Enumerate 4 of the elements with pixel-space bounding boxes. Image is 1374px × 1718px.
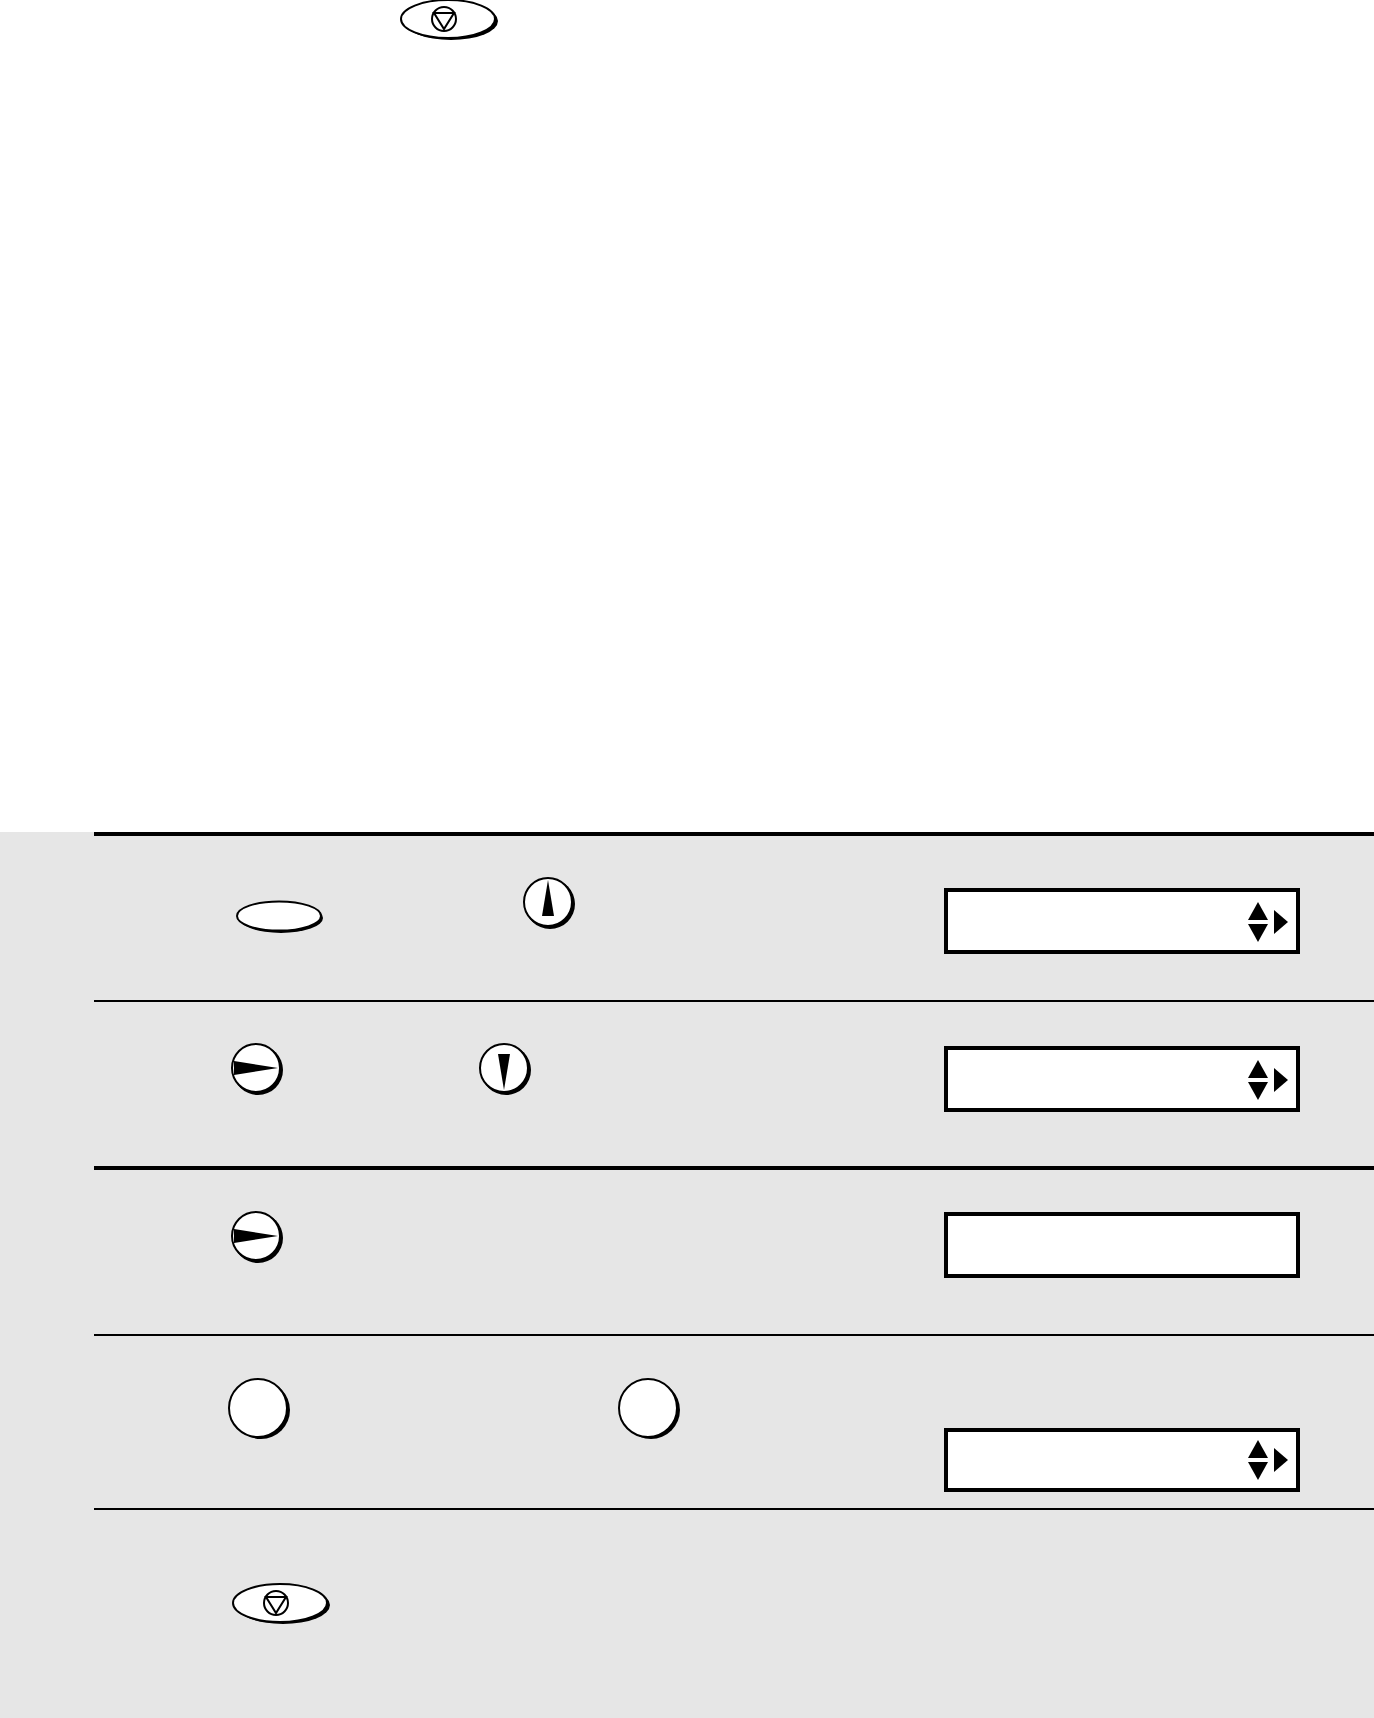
lcd-display: [944, 888, 1300, 954]
lcd-display: [944, 1212, 1300, 1278]
lcd-display: [944, 1046, 1300, 1112]
lcd-display: [944, 1428, 1300, 1492]
